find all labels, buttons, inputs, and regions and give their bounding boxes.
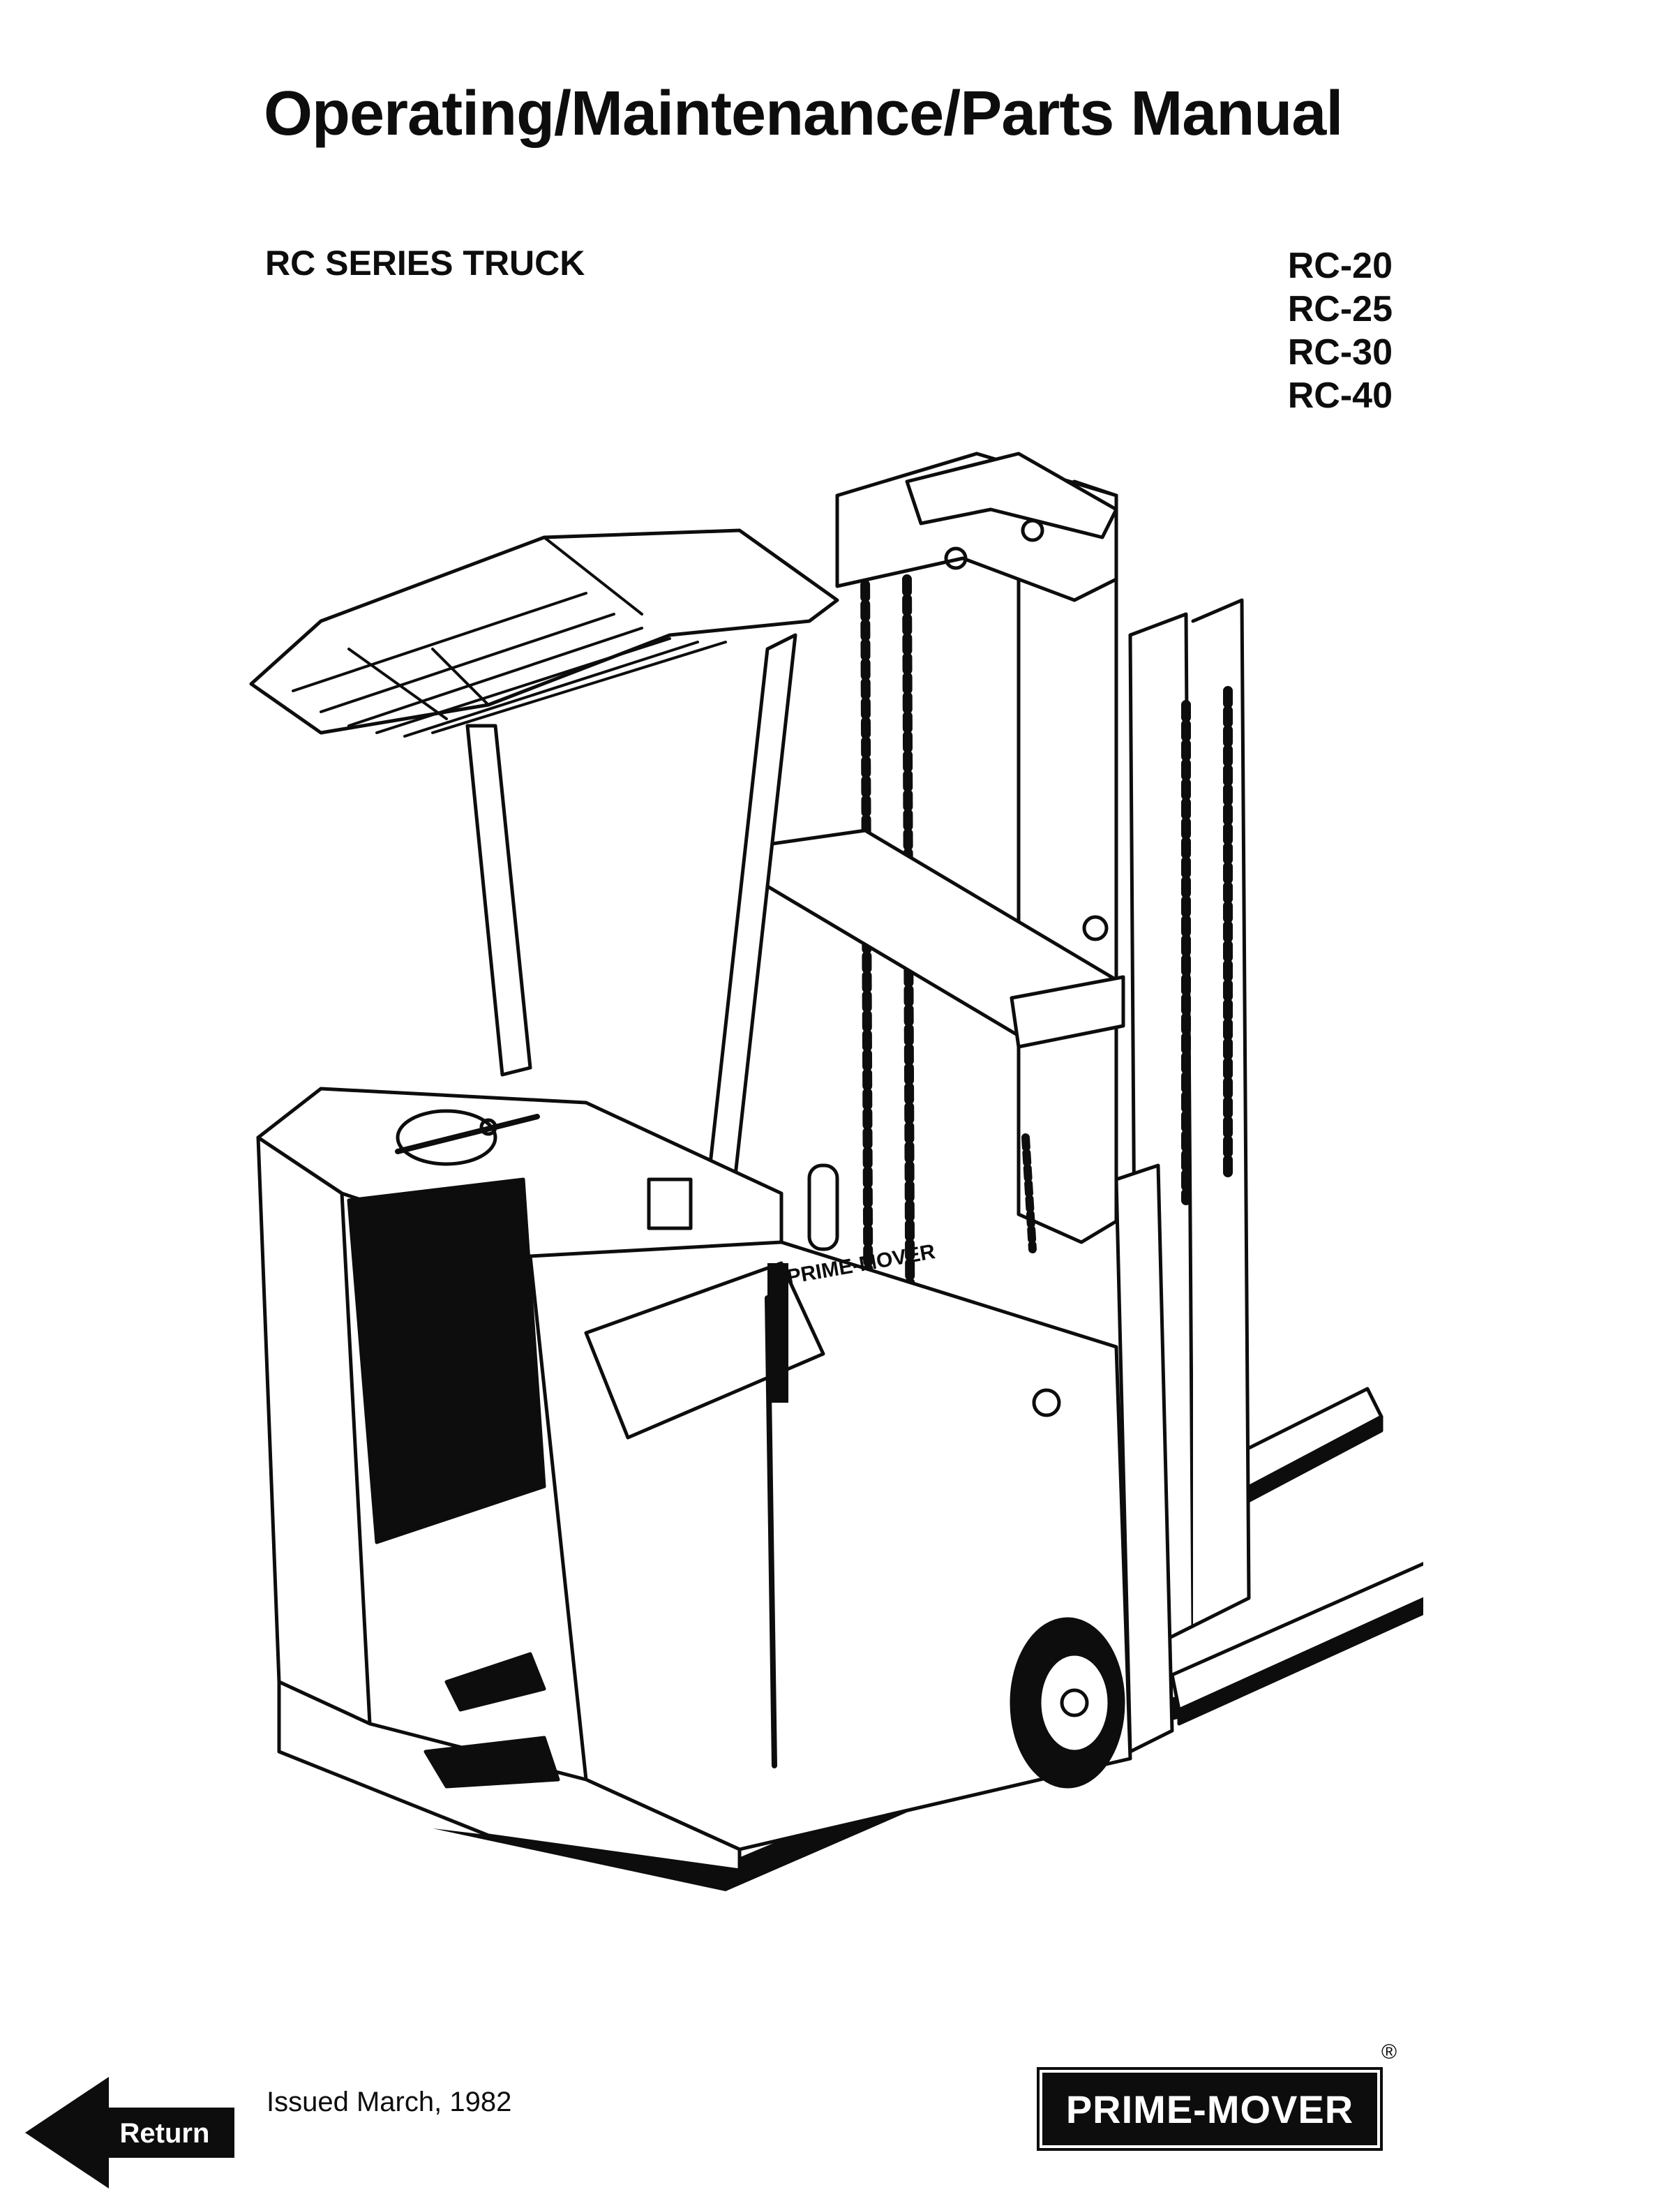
model-number: RC-25 (1287, 289, 1393, 329)
forklift-illustration: PRIME-MOVER (249, 452, 1423, 1891)
manual-title: Operating/Maintenance/Parts Manual (264, 79, 1343, 149)
series-label: RC SERIES TRUCK (265, 244, 585, 283)
issue-date: Issued March, 1982 (267, 2087, 512, 2117)
model-number: RC-30 (1287, 332, 1393, 373)
brand-logo: PRIME-MOVER (1037, 2067, 1383, 2151)
model-list: RC-20 RC-25 RC-30 RC-40 (1288, 244, 1393, 417)
model-number: RC-40 (1287, 375, 1393, 416)
left-arrow-icon (25, 2077, 234, 2189)
return-label: Return (119, 2117, 210, 2149)
return-button[interactable]: Return (25, 2077, 241, 2189)
model-number: RC-20 (1287, 246, 1393, 286)
registered-mark: ® (1381, 2041, 1397, 2064)
